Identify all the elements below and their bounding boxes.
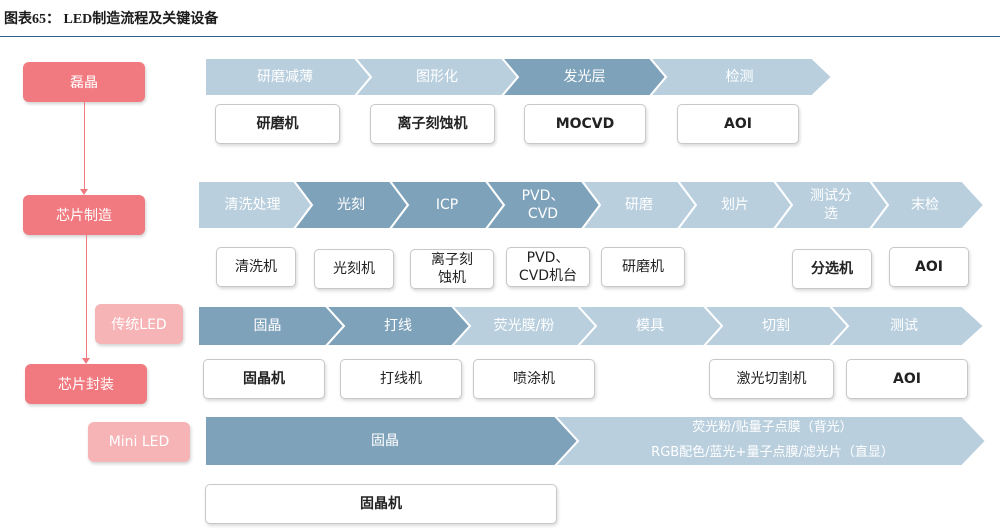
step-chevron	[868, 180, 986, 230]
step-label: 光刻	[337, 197, 365, 213]
flow-arrowhead-1	[80, 189, 88, 195]
step-label: 荧光粉/贴量子点膜（背光）	[692, 420, 853, 435]
equipment-box: 研磨机	[601, 247, 685, 287]
step-label: 切割	[762, 318, 790, 334]
equipment-box: PVD、 CVD机台	[506, 247, 590, 287]
equipment-box: AOI	[677, 104, 799, 144]
step-label: 测试	[890, 318, 918, 334]
equipment-box: 分选机	[792, 249, 872, 289]
stage-traditional-led: 传统LED	[95, 304, 183, 344]
step-label: 模具	[636, 318, 664, 334]
step-label: 测试分 选	[810, 188, 852, 222]
step-chevron	[647, 57, 834, 97]
step-label: RGB配色/蓝光+量子点膜/滤光片（直显）	[651, 445, 894, 460]
flow-arrowhead-2	[82, 358, 90, 364]
stage-mini-led: Mini LED	[88, 422, 190, 462]
title-divider	[0, 36, 1000, 37]
stage-package: 芯片封装	[25, 364, 147, 404]
equipment-box: 固晶机	[203, 359, 325, 399]
equipment-box: 清洗机	[216, 247, 296, 287]
equipment-box: 激光切割机	[709, 359, 834, 399]
equipment-box: 研磨机	[215, 104, 340, 144]
step-label: 荧光膜/粉	[493, 318, 555, 334]
flow-connector-1	[84, 102, 85, 190]
equipment-box: 喷涂机	[473, 359, 595, 399]
step-label: ICP	[435, 197, 459, 213]
equipment-box: 离子刻蚀机	[370, 104, 495, 144]
step-label: 检测	[725, 69, 754, 85]
equipment-box: 固晶机	[205, 484, 557, 524]
step-label: 研磨减薄	[257, 69, 313, 85]
step-label: PVD、 CVD	[521, 188, 565, 222]
step-label: 清洗处理	[224, 197, 281, 213]
step-label: 研磨	[625, 197, 653, 213]
equipment-box: 光刻机	[314, 249, 394, 289]
equipment-box: 离子刻 蚀机	[410, 249, 494, 289]
equipment-box: MOCVD	[524, 104, 646, 144]
equipment-box: 打线机	[340, 359, 462, 399]
step-label: 固晶	[371, 433, 399, 449]
stage-wafer: 磊晶	[23, 62, 145, 102]
step-label: 固晶	[253, 318, 282, 334]
step-label: 划片	[721, 197, 749, 213]
step-label: 打线	[384, 318, 412, 334]
stage-chip: 芯片制造	[23, 195, 145, 235]
step-label: 发光层	[563, 69, 606, 85]
figure-title: 图表65： LED制造流程及关键设备	[4, 12, 219, 27]
equipment-box: AOI	[846, 359, 968, 399]
equipment-box: AOI	[889, 247, 969, 287]
step-chevron	[552, 415, 988, 467]
step-label: 图形化	[416, 69, 458, 85]
flow-connector-2	[86, 235, 87, 359]
step-chevron	[827, 305, 986, 347]
step-label: 末检	[911, 197, 939, 213]
